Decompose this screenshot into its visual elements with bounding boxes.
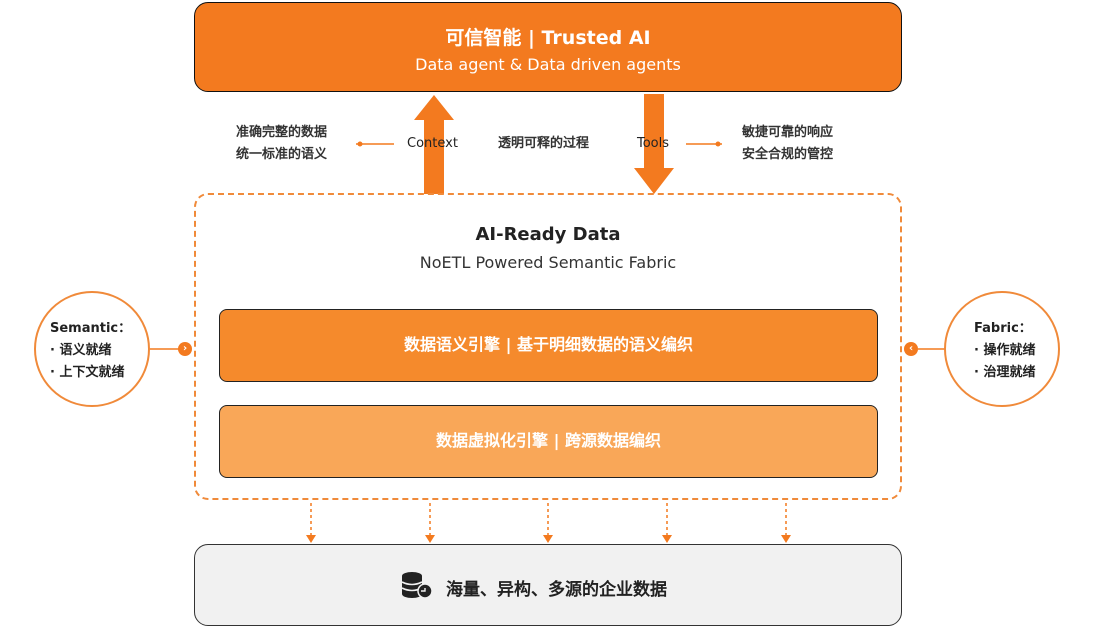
left-note: 准确完整的数据 统一标准的语义	[236, 122, 327, 166]
left-note-line-1: 准确完整的数据	[236, 125, 328, 140]
left-note-connector	[356, 141, 394, 147]
center-note: 透明可释的过程	[498, 136, 590, 151]
right-note-line-2: 安全合规的管控	[742, 147, 834, 162]
semantic-title: Semantic：	[50, 321, 132, 336]
ai-ready-data-container	[194, 193, 902, 500]
chevron-left-icon: ‹	[904, 342, 918, 356]
tools-label: Tools	[637, 136, 670, 151]
right-note: 敏捷可靠的响应 安全合规的管控	[742, 122, 833, 166]
semantic-circle: Semantic： · 语义就绪 · 上下文就绪	[34, 291, 150, 407]
left-note-line-2: 统一标准的语义	[236, 147, 328, 162]
semantic-item-1: · 语义就绪	[50, 343, 112, 358]
virtualization-engine-box: 数据虚拟化引擎 | 跨源数据编织	[219, 405, 878, 478]
context-up-arrow	[414, 95, 454, 194]
semantic-item-2: · 上下文就绪	[50, 365, 125, 380]
enterprise-data-box	[194, 544, 902, 626]
fabric-item-1: · 操作就绪	[974, 343, 1036, 358]
enterprise-data-label: 海量、异构、多源的企业数据	[446, 580, 667, 600]
right-note-connector	[686, 141, 722, 147]
semantic-engine-box: 数据语义引擎 | 基于明细数据的语义编织	[219, 309, 878, 382]
fabric-item-2: · 治理就绪	[974, 365, 1036, 380]
trusted-ai-box: 可信智能 | Trusted AI Data agent & Data driv…	[194, 2, 902, 92]
tools-down-arrow	[634, 94, 674, 194]
fabric-title: Fabric：	[974, 321, 1032, 336]
trusted-ai-subtitle: Data agent & Data driven agents	[415, 55, 681, 74]
fabric-circle: Fabric： · 操作就绪 · 治理就绪	[944, 291, 1060, 407]
right-note-line-1: 敏捷可靠的响应	[742, 125, 834, 140]
trusted-ai-title: 可信智能 | Trusted AI	[445, 27, 651, 49]
ai-ready-data-title: AI-Ready Data	[475, 224, 621, 245]
ai-ready-data-subtitle: NoETL Powered Semantic Fabric	[419, 253, 677, 272]
database-icon	[401, 572, 433, 599]
chevron-right-icon: ›	[178, 342, 192, 356]
data-flow-arrows	[306, 503, 791, 543]
context-label: Context	[407, 136, 458, 151]
